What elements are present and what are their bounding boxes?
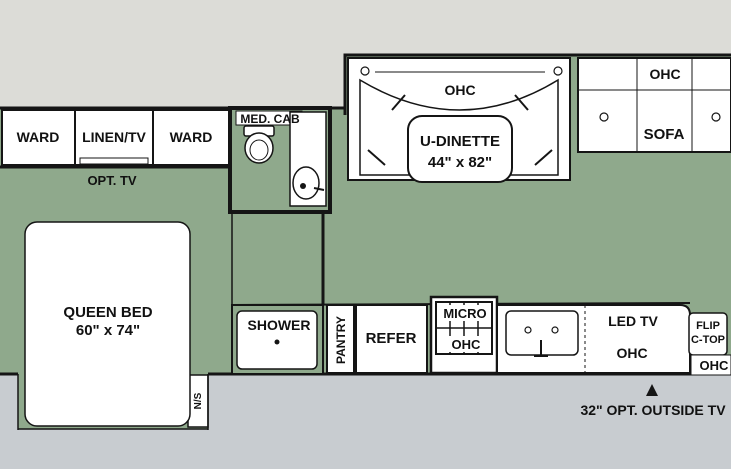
seat-belt-2 bbox=[514, 94, 529, 111]
ohc-kitchen-label: OHC bbox=[616, 345, 647, 361]
micro-label-bg bbox=[440, 305, 490, 321]
led-tv-label: LED TV bbox=[608, 313, 658, 329]
shower-label: SHOWER bbox=[248, 317, 311, 333]
kitchen-counter bbox=[496, 304, 691, 374]
sink-icon bbox=[292, 166, 320, 200]
linen-tv-label: LINEN/TV bbox=[82, 129, 146, 145]
refer-label: REFER bbox=[366, 330, 417, 347]
wardrobe-row bbox=[0, 109, 230, 169]
refer-cabinet bbox=[355, 304, 428, 374]
ohc-right-cabinet bbox=[690, 354, 731, 376]
ohc-sofa-label: OHC bbox=[649, 66, 680, 82]
c-top-label: C-TOP bbox=[691, 334, 725, 346]
ohc-right-label: OHC bbox=[700, 358, 730, 373]
toilet-seat bbox=[249, 139, 269, 161]
bed-size-label: 60" x 74" bbox=[76, 322, 140, 339]
dinette-size-label: 44" x 82" bbox=[428, 154, 492, 171]
mattress bbox=[24, 221, 191, 427]
sink-drain-left bbox=[524, 326, 532, 334]
micro-label: MICRO bbox=[443, 306, 486, 321]
ward-left-cabinet bbox=[1, 109, 76, 166]
ohc-dinette-label: OHC bbox=[444, 82, 475, 98]
sofa-label: SOFA bbox=[644, 126, 685, 143]
ohc-micro-label-bg bbox=[449, 336, 483, 352]
flip-label: FLIP bbox=[696, 320, 720, 332]
dinette-corner-circle-left bbox=[360, 66, 370, 76]
u-dinette bbox=[347, 57, 571, 183]
sink-faucet bbox=[313, 187, 325, 191]
ward-left-label: WARD bbox=[17, 129, 60, 145]
med-cab-label: MED. CAB bbox=[240, 112, 300, 126]
sofa-circle-right bbox=[711, 112, 721, 122]
shower bbox=[231, 304, 324, 375]
ns-label: N/S bbox=[193, 392, 204, 409]
outside-tv-label: 32" OPT. OUTSIDE TV bbox=[580, 402, 726, 418]
bathroom bbox=[228, 106, 332, 214]
seat-belt-4 bbox=[534, 149, 553, 166]
shower-drain bbox=[274, 339, 280, 345]
u-dinette-label: U-DINETTE bbox=[420, 133, 500, 150]
slide-out-wall bbox=[343, 53, 731, 115]
opt-tv-bar bbox=[79, 157, 149, 165]
sink-drain-right bbox=[551, 326, 559, 334]
ward-right-cabinet bbox=[152, 109, 230, 166]
sofa bbox=[577, 57, 731, 153]
sofa-circle-left bbox=[599, 112, 609, 122]
dinette-seat bbox=[359, 78, 559, 176]
outside-tv-arrow-icon bbox=[646, 384, 658, 396]
sink-drain bbox=[300, 183, 306, 189]
sofa-base bbox=[577, 57, 731, 153]
opt-tv-label: OPT. TV bbox=[87, 173, 136, 188]
seat-belt-1 bbox=[391, 94, 406, 111]
dinette-table bbox=[407, 115, 513, 183]
ward-right-label: WARD bbox=[170, 129, 213, 145]
pantry-label: PANTRY bbox=[334, 316, 348, 364]
ohc-micro-label: OHC bbox=[452, 337, 482, 352]
dinette-corner-circle-right bbox=[553, 66, 563, 76]
queen-bed bbox=[17, 215, 209, 430]
queen-bed-label: QUEEN BED bbox=[63, 304, 152, 321]
range bbox=[429, 295, 499, 375]
seat-belt-3 bbox=[367, 149, 386, 166]
pantry-cabinet bbox=[326, 304, 355, 374]
